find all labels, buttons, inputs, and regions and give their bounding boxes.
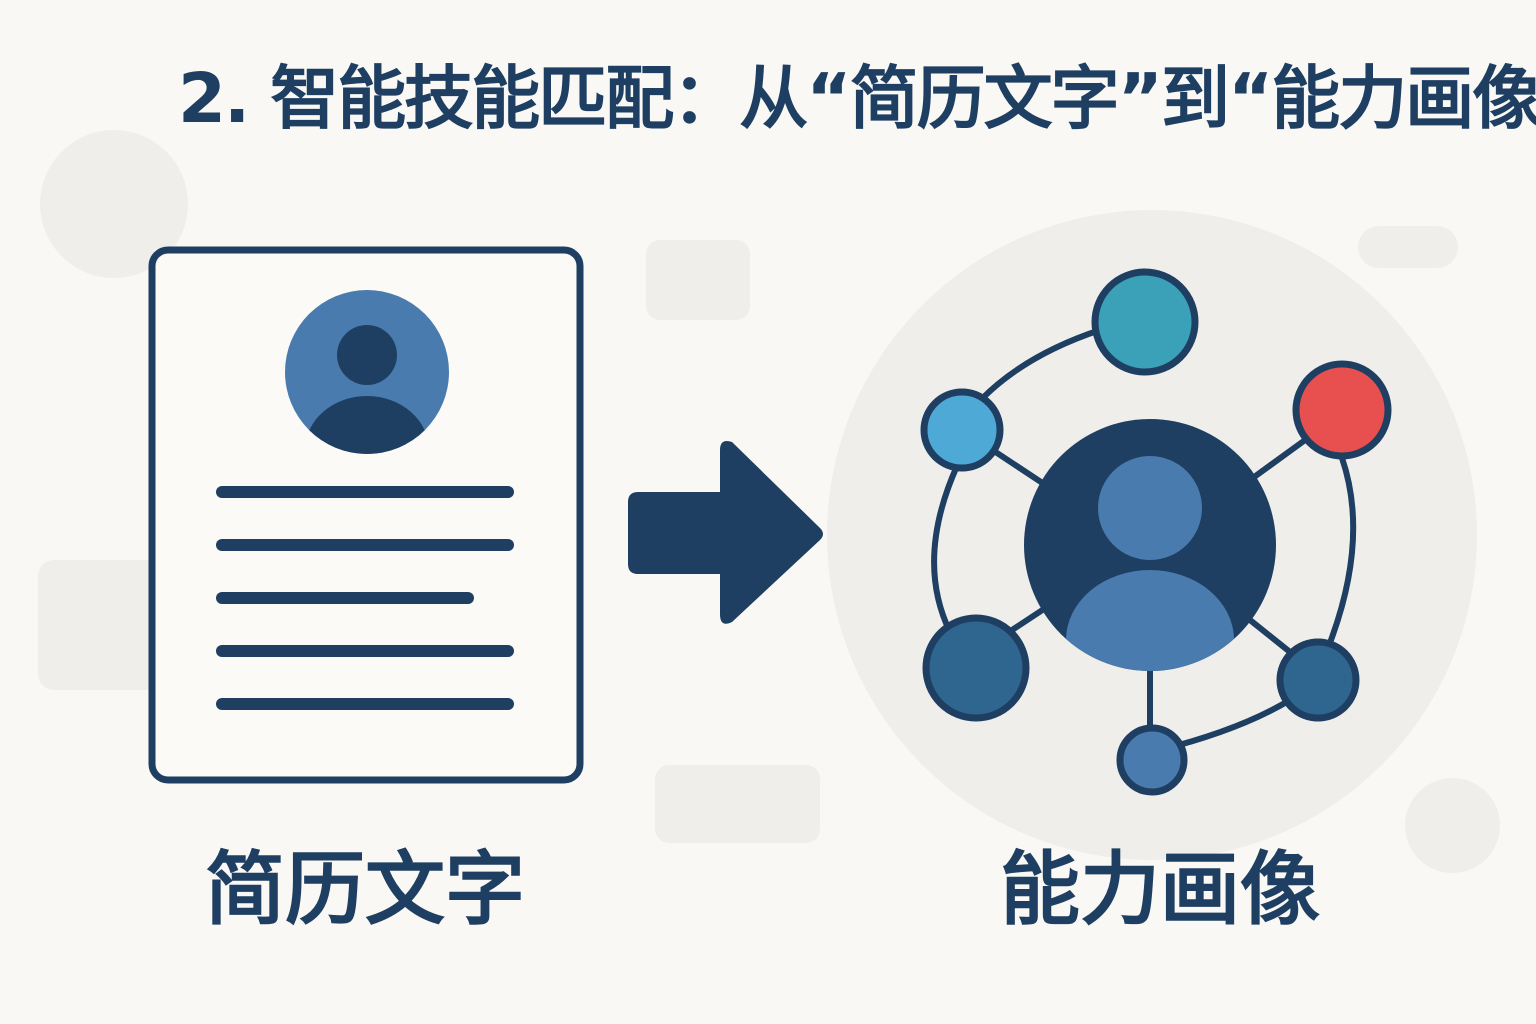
skill-node-teal xyxy=(1091,268,1199,376)
skill-node-red xyxy=(1292,360,1392,460)
skill-node-light-blue xyxy=(920,388,1004,472)
background-pill-right xyxy=(1358,226,1458,268)
background-circle-bottom-right xyxy=(1405,778,1500,873)
background-rect-bottom xyxy=(655,765,820,843)
background-rect-center xyxy=(646,240,750,320)
skill-node-bottom xyxy=(1116,724,1188,796)
resume-text-label: 简历文字 xyxy=(205,843,525,936)
resume-text-lines xyxy=(216,486,514,710)
skill-network-icon xyxy=(827,210,1477,860)
ability-profile-label: 能力画像 xyxy=(1000,843,1320,936)
right-arrow-icon xyxy=(628,441,823,624)
resume-avatar-icon xyxy=(285,290,449,454)
center-person-node xyxy=(1024,419,1276,671)
page-title: 2. 智能技能匹配：从“简历文字”到“能力画像 xyxy=(178,59,1536,139)
skill-node-dark-blue-small xyxy=(1276,638,1360,722)
resume-document-icon xyxy=(148,246,584,784)
background-rect-left xyxy=(38,560,168,690)
skill-node-dark-blue xyxy=(922,614,1030,722)
